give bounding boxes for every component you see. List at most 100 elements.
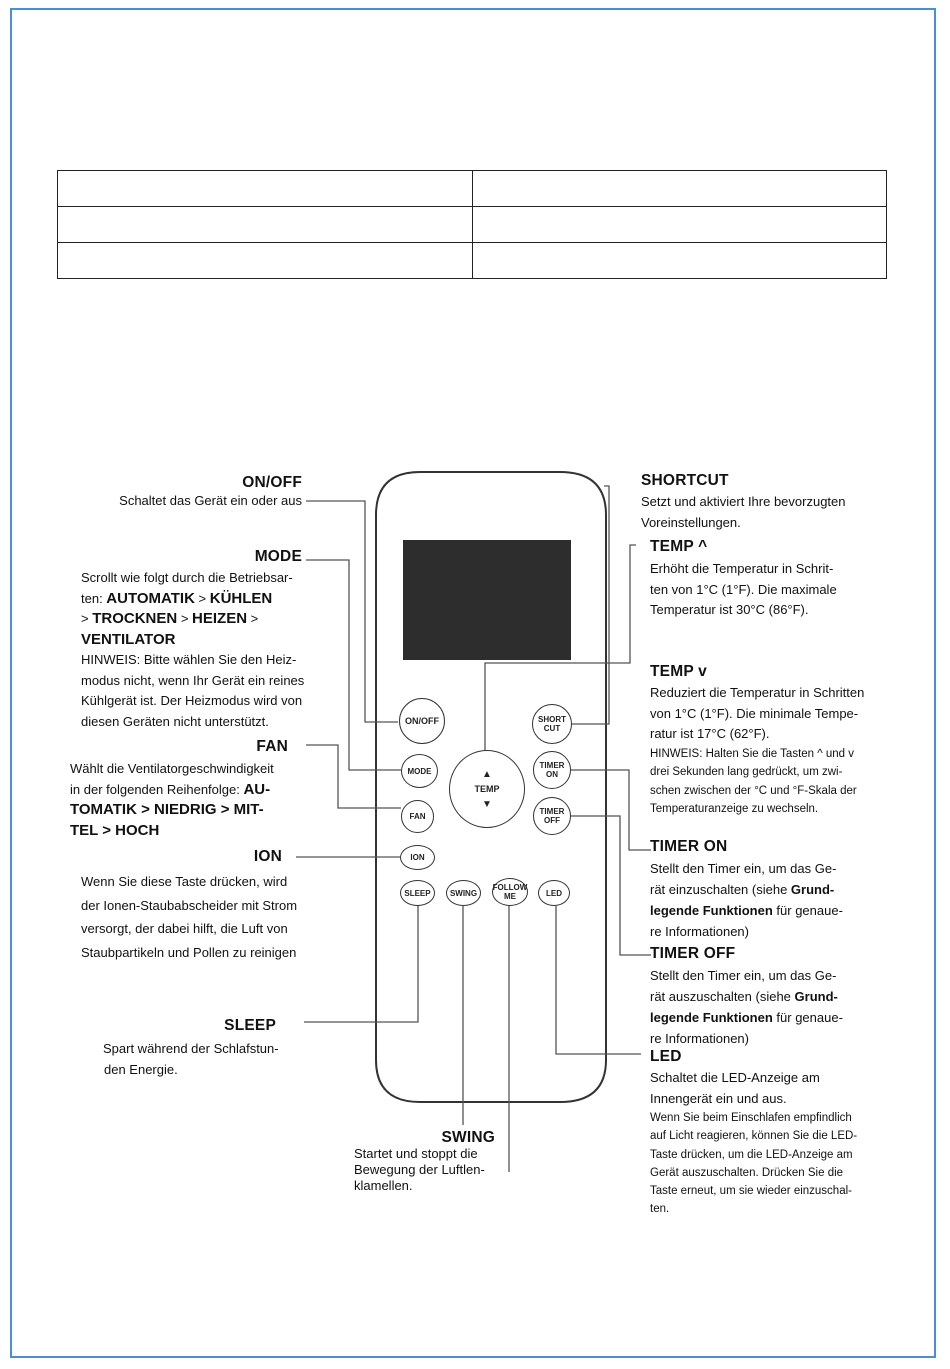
table-row: [57, 242, 887, 279]
table-cell: [471, 206, 887, 243]
leader-shortcut: [571, 485, 610, 725]
timer-off-line: rät auszuschalten (siehe Grund-: [650, 986, 910, 1007]
onoff-desc: Schaltet das Gerät ein oder aus: [119, 493, 302, 508]
shortcut-desc: Setzt und aktiviert Ihre bevorzugten Vor…: [641, 492, 901, 533]
temp-note-line: drei Sekunden lang gedrückt, um zwi-: [650, 766, 843, 779]
temp-rocker-button[interactable]: ▲ TEMP ▼: [449, 750, 525, 828]
timer-off-text: für genaue-: [772, 1010, 843, 1025]
timer-on-bold: legende Funktionen: [650, 903, 773, 918]
temp-button-label: TEMP: [474, 783, 500, 794]
mode-separator: >: [194, 590, 210, 606]
lcd-display: [403, 540, 571, 660]
mode-button[interactable]: MODE: [401, 754, 438, 788]
mode-note-4: diesen Geräten nicht unterstützt.: [81, 713, 269, 729]
timer-on-button[interactable]: TIMER ON: [533, 751, 571, 789]
led-note-line: Wenn Sie beim Einschlafen empfindlich: [650, 1112, 852, 1124]
swing-button[interactable]: SWING: [446, 880, 481, 906]
sleep-title: SLEEP: [224, 1017, 276, 1034]
timer-off-button[interactable]: TIMER OFF: [533, 797, 571, 835]
temp-down-line: ratur ist 17°C (62°F).: [650, 726, 770, 741]
timer-off-bold: Grund-: [794, 989, 838, 1004]
led-note-line: ten.: [650, 1203, 670, 1216]
led-line: Innengerät ein und aus.: [650, 1090, 787, 1106]
table-cell: [471, 242, 887, 279]
sleep-desc: Spart während der Schlafstun- den Energi…: [103, 1039, 303, 1080]
table-cell: [57, 206, 473, 243]
fan-line-1: Wählt die Ventilatorgeschwindigkeit: [70, 761, 274, 776]
timer-off-line: legende Funktionen für genaue-: [650, 1007, 910, 1028]
mode-text: ten:: [81, 590, 107, 606]
swing-title: SWING: [441, 1129, 495, 1146]
led-note: Wenn Sie beim Einschlafen empfindlich au…: [650, 1109, 920, 1219]
timer-off-title: TIMER OFF: [650, 945, 736, 962]
timer-on-title: TIMER ON: [650, 838, 728, 855]
mode-title: MODE: [254, 548, 302, 565]
ion-desc: Wenn Sie diese Taste drücken, wird der I…: [81, 870, 341, 964]
mode-line-1: Scrollt wie folgt durch die Betriebsar-: [81, 570, 293, 585]
leader-sleep: [304, 905, 419, 1023]
mode-ventilator: VENTILATOR: [81, 630, 176, 648]
timer-on-text: rät einzuschalten (siehe: [650, 882, 791, 897]
sleep-line: den Energie.: [104, 1061, 178, 1077]
sleep-button[interactable]: SLEEP: [400, 880, 435, 906]
temp-note-line: schen zwischen der °C und °F-Skala der: [650, 784, 857, 797]
fan-text: in der folgenden Reihenfolge:: [70, 781, 244, 797]
onoff-button[interactable]: ON/OFF: [399, 698, 445, 744]
mode-note-3: Kühlgerät ist. Der Heizmodus wird von: [81, 693, 303, 708]
fan-line-2: in der folgenden Reihenfolge: AU-: [70, 780, 320, 801]
mode-separator: >: [177, 611, 193, 626]
temp-up-line: Temperatur ist 30°C (86°F).: [650, 602, 809, 617]
timer-off-desc: Stellt den Timer ein, um das Ge- rät aus…: [650, 965, 910, 1049]
empty-table: [57, 170, 887, 279]
led-desc: Schaltet die LED-Anzeige am Innengerät e…: [650, 1068, 920, 1109]
leader-timer-on: [571, 769, 651, 851]
leader-led: [555, 906, 641, 1055]
temp-note-line: Temperaturanzeige zu wechseln.: [650, 802, 819, 815]
timer-off-text: rät auszuschalten (siehe: [650, 989, 795, 1004]
temp-down-title: TEMP v: [650, 663, 707, 680]
timer-on-desc: Stellt den Timer ein, um das Ge- rät ein…: [650, 858, 910, 942]
follow-me-button[interactable]: FOLLOW ME: [492, 878, 528, 906]
led-line: Schaltet die LED-Anzeige am: [650, 1070, 820, 1085]
temp-up-line: Erhöht die Temperatur in Schrit-: [650, 561, 834, 576]
timer-on-line: re Informationen): [650, 924, 749, 939]
ion-title: ION: [253, 848, 282, 865]
shortcut-title: SHORTCUT: [641, 472, 729, 489]
temp-down-line: von 1°C (1°F). Die minimale Tempe-: [650, 705, 859, 721]
mode-kuehlen: KÜHLEN: [209, 589, 273, 607]
led-button[interactable]: LED: [538, 880, 570, 906]
fan-button[interactable]: FAN: [401, 800, 434, 833]
temp-note-line: HINWEIS: Halten Sie die Tasten ^ und v: [650, 748, 854, 760]
mode-desc: Scrollt wie folgt durch die Betriebsar- …: [81, 568, 331, 732]
fan-title: FAN: [256, 738, 288, 755]
swing-line: Startet und stoppt die: [354, 1146, 478, 1161]
timer-on-text: für genaue-: [772, 903, 843, 918]
mode-heizen: HEIZEN: [192, 610, 248, 627]
swing-line: Bewegung der Luftlen-: [354, 1162, 485, 1177]
temp-up-title: TEMP ^: [650, 538, 708, 555]
up-arrow-icon[interactable]: ▲: [482, 768, 492, 780]
sleep-line: Spart während der Schlafstun-: [103, 1041, 279, 1056]
timer-off-bold: legende Funktionen: [650, 1010, 773, 1025]
mode-text: >: [247, 611, 259, 626]
fan-line-3: TOMATIK > NIEDRIG > MIT-: [70, 801, 264, 818]
timer-off-line: Stellt den Timer ein, um das Ge-: [650, 968, 837, 983]
fan-desc: Wählt die Ventilatorgeschwindigkeit in d…: [70, 759, 320, 841]
timer-on-line: Stellt den Timer ein, um das Ge-: [650, 861, 837, 876]
leader-onoff: [306, 500, 398, 723]
fan-line-4: TEL > HOCH: [70, 821, 160, 839]
mode-automatik: AUTOMATIK: [106, 589, 195, 607]
leader-mode: [306, 559, 402, 771]
shortcut-line: Setzt und aktiviert Ihre bevorzugten: [641, 494, 846, 509]
ion-line: Staubpartikeln und Pollen zu reinigen: [81, 944, 297, 960]
ion-button[interactable]: ION: [400, 845, 435, 870]
mode-line-2: ten: AUTOMATIK > KÜHLEN: [81, 589, 331, 610]
onoff-title: ON/OFF: [242, 474, 302, 491]
leader-temp-up: [484, 544, 636, 762]
down-arrow-icon[interactable]: ▼: [482, 798, 492, 810]
table-row: [57, 206, 887, 243]
shortcut-button[interactable]: SHORT CUT: [532, 704, 572, 744]
leader-fan: [306, 744, 401, 809]
led-note-line: Taste erneut, um sie wieder einzuschal-: [650, 1185, 852, 1198]
temp-up-desc: Erhöht die Temperatur in Schrit- ten von…: [650, 559, 910, 621]
